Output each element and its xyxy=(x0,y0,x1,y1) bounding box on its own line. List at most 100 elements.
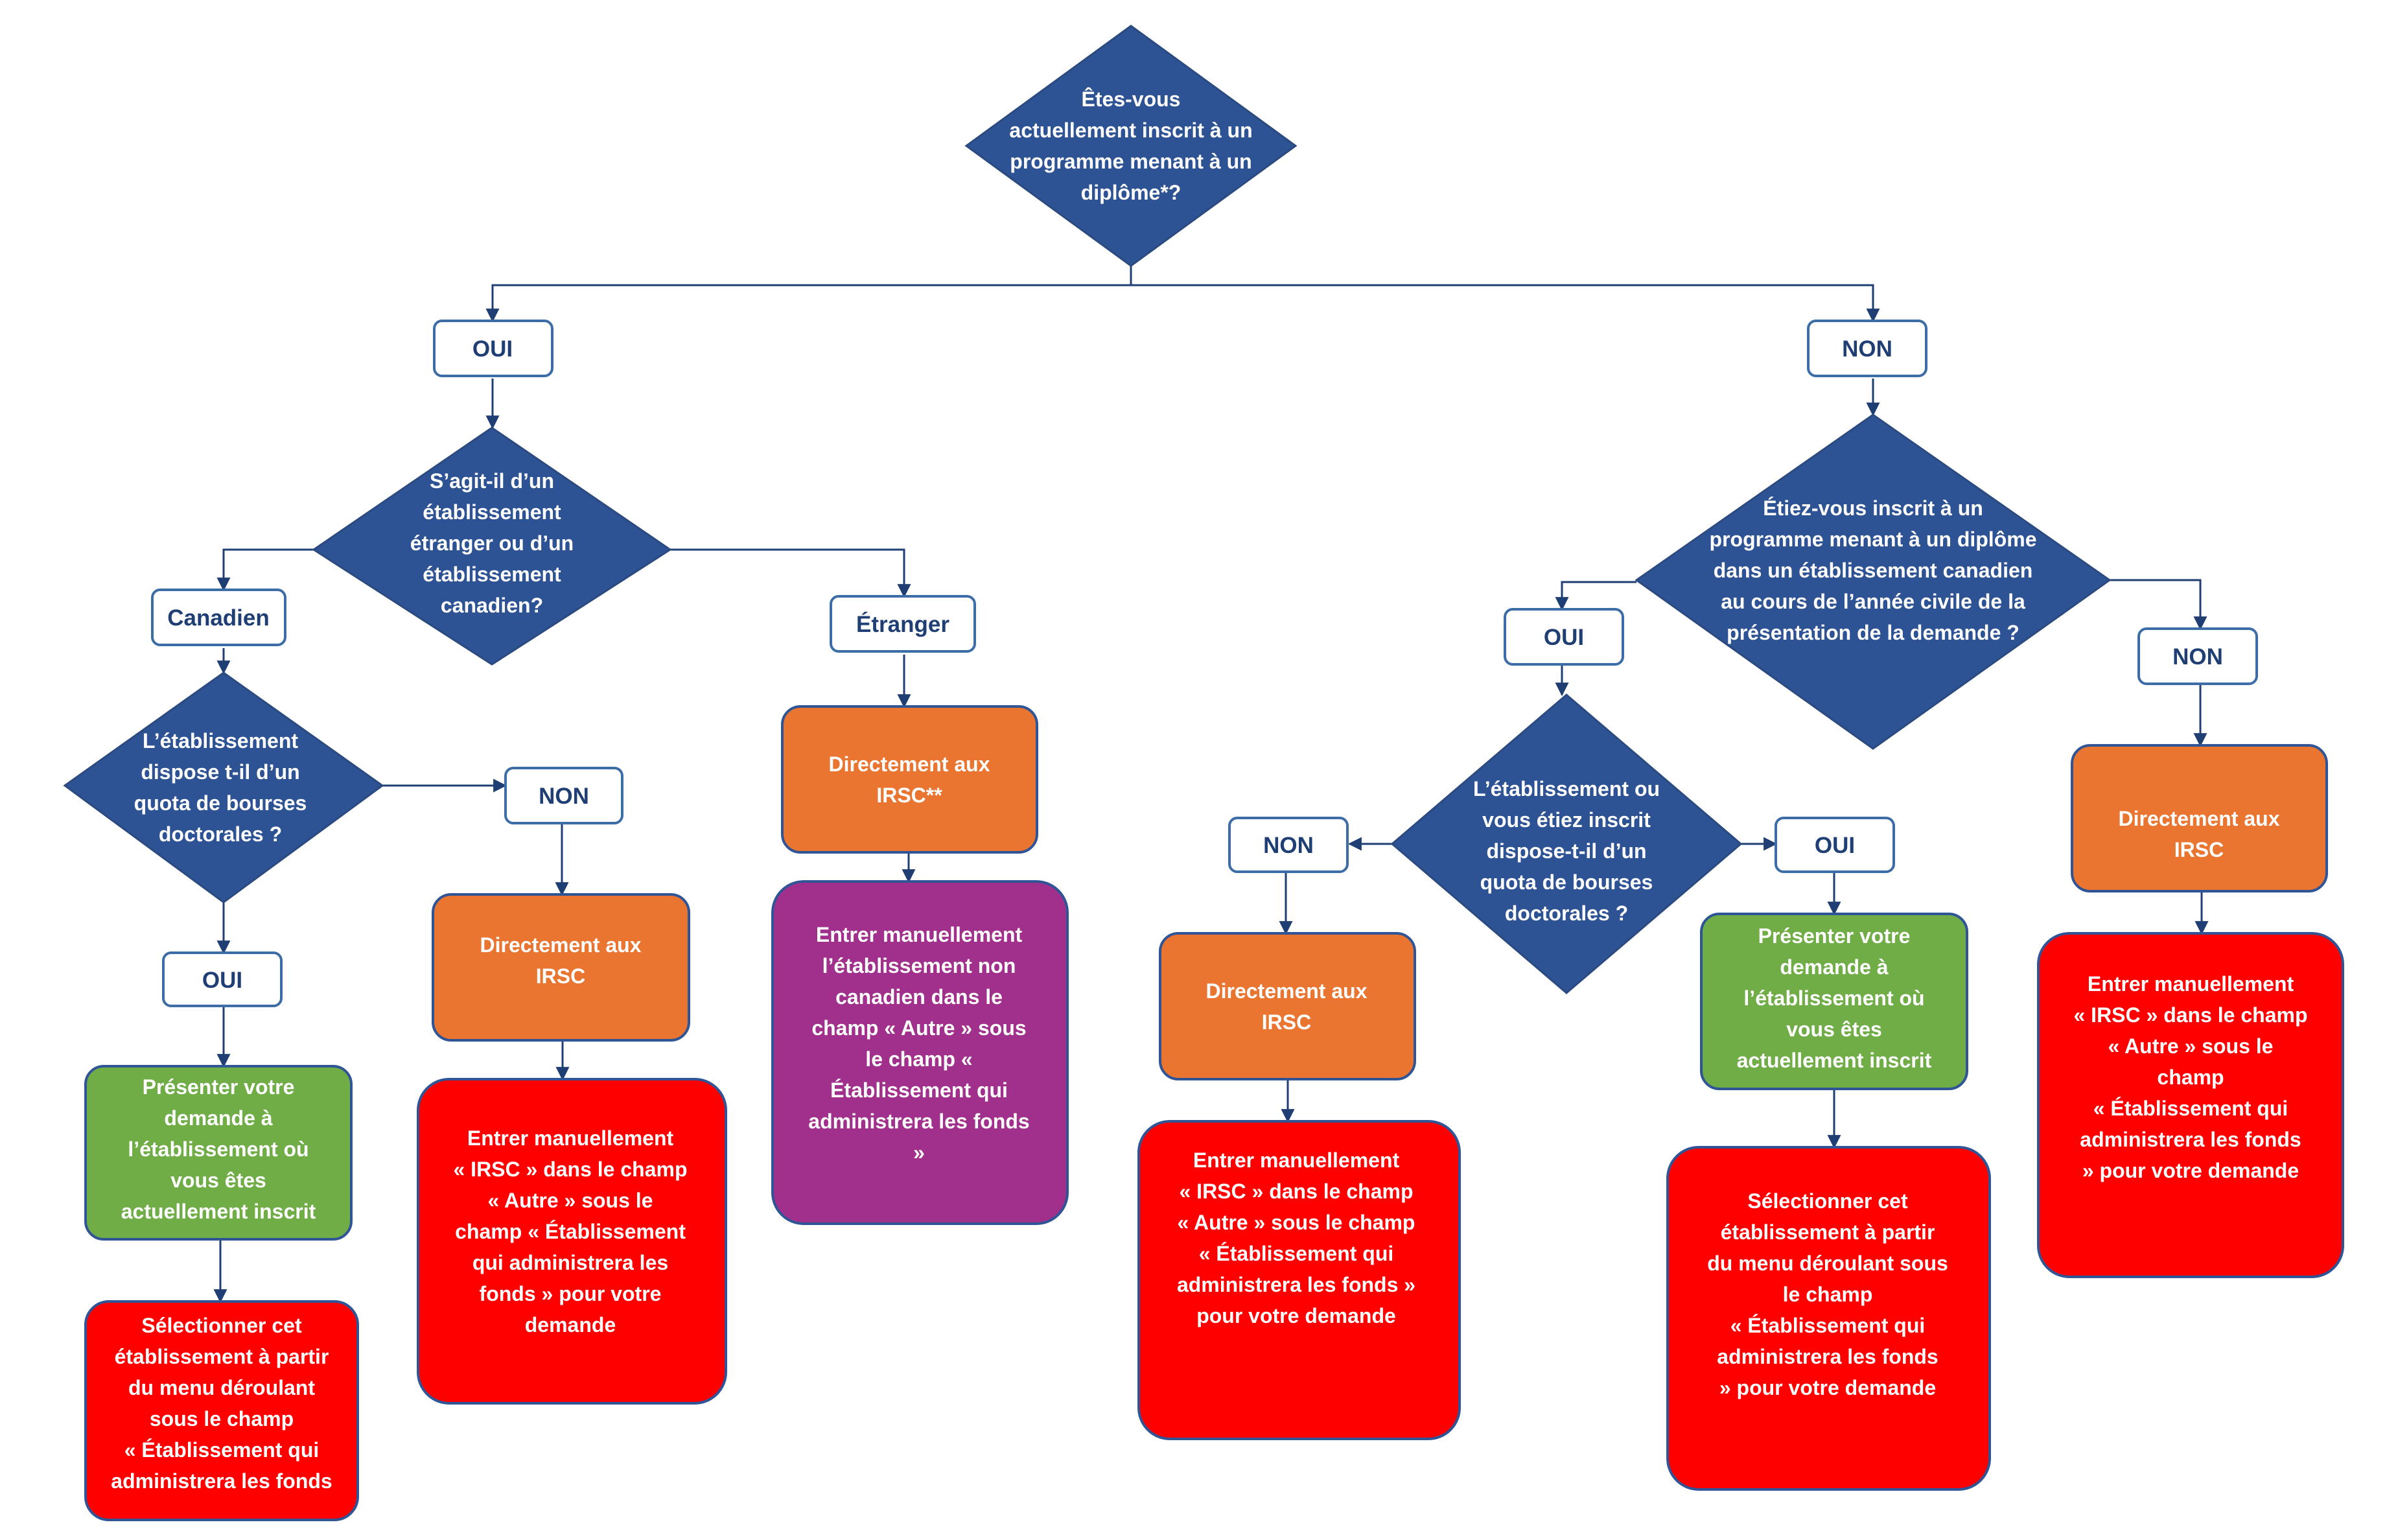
box-present-b xyxy=(1700,913,1968,1090)
box-non-main xyxy=(1807,320,1927,377)
text-canadian-or-foreign-line-3: étranger ou d’un xyxy=(410,531,574,555)
text-entrer-d-line-3: « Autre » sous le xyxy=(2108,1034,2274,1058)
text-select-a-line-3: du menu déroulant xyxy=(128,1376,315,1399)
box-direct-a xyxy=(432,893,690,1042)
text-direct-d-line-1: Directement aux xyxy=(2119,807,2280,830)
label-non-prev: NON xyxy=(2172,644,2223,670)
box-present-a xyxy=(84,1065,353,1241)
text-present-a-line-4: vous êtes xyxy=(170,1169,266,1192)
box-entrer-a xyxy=(417,1078,727,1405)
text-canadian-or-foreign-line-2: établissement xyxy=(423,500,561,524)
text-entrer-b-line-4: champ « Autre » sous xyxy=(811,1016,1026,1040)
box-direct-b xyxy=(781,705,1038,854)
connectors xyxy=(213,266,2209,1303)
text-quota-1-line-4: doctorales ? xyxy=(159,822,282,846)
text-entrer-a-line-5: qui administrera les xyxy=(472,1251,668,1274)
box-etranger xyxy=(830,595,976,653)
connector-q-prev-to-non xyxy=(2110,579,2207,631)
text-select-b-line-6: administrera les fonds xyxy=(1717,1345,1938,1368)
box-oui-quota2 xyxy=(1775,817,1895,873)
text-entrer-c-line-3: « Autre » sous le champ xyxy=(1178,1211,1415,1234)
text-entrer-b-line-6: Établissement qui xyxy=(830,1079,1008,1102)
text-entrer-a-line-4: champ « Établissement xyxy=(455,1220,686,1243)
connector-root-to-non xyxy=(1131,284,1880,323)
label-non-quota1: NON xyxy=(539,784,589,809)
text-entrer-b-line-7: administrera les fonds xyxy=(808,1110,1029,1133)
text-present-b-line-2: demande à xyxy=(1780,955,1888,979)
text-entrer-b-line-2: l’établissement non xyxy=(822,954,1016,977)
text-direct-b-line-1: Directement aux xyxy=(829,752,990,776)
text-direct-c-line-1: Directement aux xyxy=(1206,979,1368,1003)
text-entrer-a-line-6: fonds » pour votre xyxy=(480,1282,662,1305)
decision-diamonds xyxy=(63,25,2112,994)
text-select-b-line-1: Sélectionner cet xyxy=(1747,1189,1908,1213)
decision-canadian-or-foreign xyxy=(312,426,672,666)
box-select-b xyxy=(1666,1146,1991,1491)
label-texts: OUI NON Canadien Étranger NON OUI OUI NO… xyxy=(167,336,2223,993)
label-oui-quota1: OUI xyxy=(202,968,242,993)
decision-enrolled-now xyxy=(964,25,1298,267)
action-boxes xyxy=(84,705,2344,1521)
text-select-a-line-2: établissement à partir xyxy=(115,1345,329,1368)
text-select-a-line-6: administrera les fonds xyxy=(111,1469,332,1493)
text-select-a-line-5: « Établissement qui xyxy=(124,1438,320,1462)
text-quota-2-line-1: L’établissement ou xyxy=(1473,777,1660,800)
text-select-a-line-1: Sélectionner cet xyxy=(141,1314,302,1337)
box-entrer-b xyxy=(771,880,1069,1225)
text-entrer-a-line-1: Entrer manuellement xyxy=(467,1126,674,1150)
text-entrer-a: Entrer manuellement« IRSC » dans le cham… xyxy=(453,1126,687,1336)
text-enrolled-now-line-4: diplôme*? xyxy=(1081,181,1182,204)
box-oui-prev xyxy=(1504,608,1624,666)
text-entrer-d-line-5: « Établissement qui xyxy=(2093,1097,2288,1120)
text-entrer-c-line-2: « IRSC » dans le champ xyxy=(1179,1180,1413,1203)
text-entrer-c-line-4: « Établissement qui xyxy=(1199,1242,1394,1265)
text-entrer-b-line-8: » xyxy=(913,1141,925,1164)
box-entrer-d xyxy=(2037,932,2344,1278)
text-entrer-d-line-1: Entrer manuellement xyxy=(2088,972,2294,996)
text-canadian-or-foreign-line-5: canadien? xyxy=(441,594,543,617)
text-present-b-line-4: vous êtes xyxy=(1786,1018,1882,1041)
label-etranger: Étranger xyxy=(856,611,949,637)
box-non-quota2 xyxy=(1228,817,1349,873)
text-quota-1-line-2: dispose t-il d’un xyxy=(141,760,299,784)
text-present-a-line-3: l’établissement où xyxy=(128,1138,308,1161)
label-oui-quota2: OUI xyxy=(1815,833,1855,858)
text-enrolled-previous-year-line-3: dans un établissement canadien xyxy=(1714,559,2033,582)
text-present-a-line-2: demande à xyxy=(164,1106,272,1130)
label-oui-main: OUI xyxy=(472,336,513,362)
text-direct-d-line-2: IRSC xyxy=(2174,838,2224,861)
text-present-b-line-3: l’établissement où xyxy=(1743,986,1924,1010)
box-oui-main xyxy=(433,320,553,377)
text-present-a-line-1: Présenter votre xyxy=(143,1075,295,1099)
text-entrer-d-line-4: champ xyxy=(2157,1066,2224,1089)
text-entrer-b-line-1: Entrer manuellement xyxy=(816,923,1023,946)
text-entrer-d-line-6: administrera les fonds xyxy=(2080,1128,2301,1151)
text-entrer-a-line-7: demande xyxy=(525,1313,616,1336)
text-enrolled-previous-year-line-5: présentation de la demande ? xyxy=(1727,621,2020,644)
text-entrer-b-line-5: le champ « xyxy=(865,1047,972,1071)
text-quota-2-line-4: quota de bourses xyxy=(1480,870,1653,894)
text-present-a-line-5: actuellement inscrit xyxy=(121,1200,316,1223)
text-enrolled-previous-year-line-2: programme menant à un diplôme xyxy=(1710,528,2037,551)
text-direct-b-line-2: IRSC** xyxy=(876,784,942,807)
text-enrolled-previous-year-line-4: au cours de l’année civile de la xyxy=(1721,590,2025,613)
box-canadien xyxy=(151,589,286,646)
text-entrer-d: Entrer manuellement« IRSC » dans le cham… xyxy=(2073,972,2307,1182)
box-entrer-c xyxy=(1137,1120,1461,1440)
label-boxes xyxy=(151,320,2258,1007)
text-quota-2-line-2: vous étiez inscrit xyxy=(1482,808,1651,832)
text-enrolled-now-line-2: actuellement inscrit à un xyxy=(1009,119,1252,142)
text-entrer-c-line-1: Entrer manuellement xyxy=(1193,1149,1400,1172)
label-canadien: Canadien xyxy=(167,605,270,631)
connector-q-etab-to-canadien xyxy=(216,548,314,592)
box-oui-quota1 xyxy=(162,951,283,1007)
text-select-b-line-4: le champ xyxy=(1783,1283,1873,1306)
